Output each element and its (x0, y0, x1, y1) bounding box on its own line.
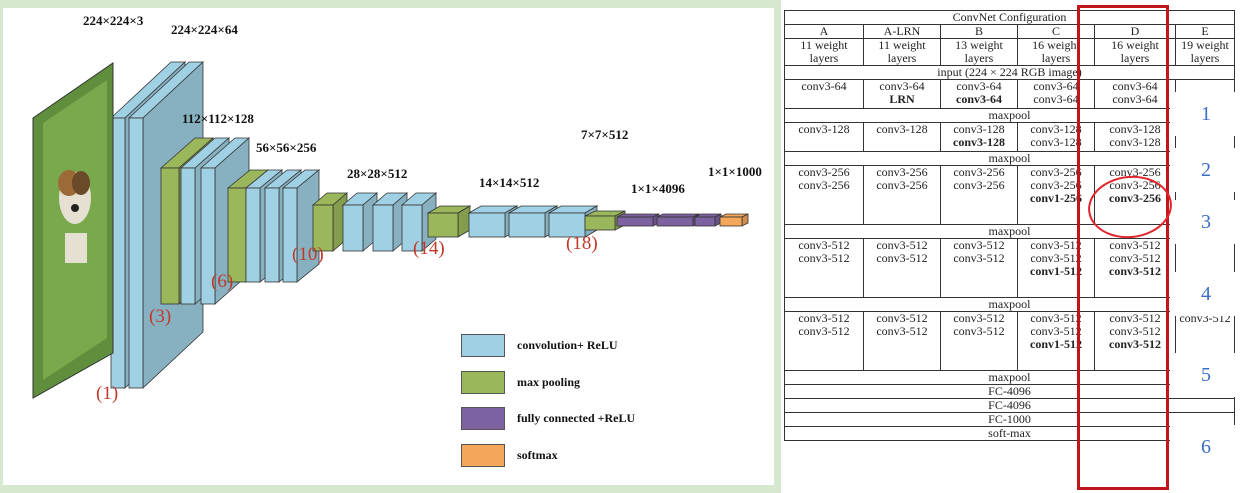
layer-block-conv (547, 205, 599, 238)
config-fc-row: soft-max (784, 426, 1235, 441)
config-column-header: A (784, 24, 864, 39)
config-cell: conv3-128 (863, 122, 941, 152)
architecture-svg (32, 61, 749, 399)
block-number-5: 5 (1170, 353, 1242, 397)
block-number-6: 6 (1170, 425, 1242, 469)
layer-block-conv (281, 169, 321, 283)
layer-label-10: (10) (292, 244, 324, 265)
layer-block-pool (311, 192, 349, 252)
dim-label-conv3: 56×56×256 (256, 140, 317, 155)
legend-softmax: softmax (461, 444, 558, 467)
layer-block-softmax (719, 213, 749, 227)
dim-label-input: 224×224×3 (83, 13, 144, 28)
layer-label-18: (18) (566, 233, 598, 254)
layer-label-14: (14) (413, 238, 445, 259)
config-row: maxpool (784, 151, 1235, 166)
block-number-3: 3 (1170, 200, 1242, 244)
config-cell: conv3-128 (784, 122, 864, 152)
legend-conv: convolution+ ReLU (461, 334, 618, 357)
layer-block-fc (656, 213, 700, 227)
config-cell: conv3-64 (784, 79, 864, 109)
dim-label-conv4: 28×28×512 (347, 166, 408, 181)
config-row: soft-max (784, 426, 1235, 441)
legend-swatch-pool (461, 371, 505, 394)
config-column-header: E (1175, 24, 1235, 39)
config-column-header: A-LRN (863, 24, 941, 39)
config-column-header: B (940, 24, 1018, 39)
legend-swatch-fc (461, 407, 505, 430)
vgg-architecture-diagram: 224×224×3 224×224×64 112×112×128 56×56×2… (3, 8, 774, 485)
dim-label-conv1: 224×224×64 (171, 22, 238, 37)
dim-label-conv5: 14×14×512 (479, 175, 540, 190)
block-number-2: 2 (1170, 148, 1242, 192)
legend-label-pool: max pooling (517, 375, 581, 389)
block-number-1: 1 (1170, 92, 1242, 136)
input-image (32, 62, 114, 399)
legend-swatch-conv (461, 334, 505, 357)
legend-label-fc: fully connected +ReLU (517, 411, 636, 425)
legend-label-softmax: softmax (517, 448, 558, 462)
legend-fc: fully connected +ReLU (461, 407, 635, 430)
layer-block-pool (426, 205, 472, 238)
dim-label-output: 1×1×1000 (708, 164, 762, 179)
column-d-highlight (1077, 5, 1169, 490)
layer-label-3: (3) (149, 306, 172, 327)
layer-label-6: (6) (211, 271, 234, 292)
layer-block-fc (694, 213, 722, 227)
layer-block-conv (341, 192, 379, 252)
layer-label-1: (1) (96, 383, 119, 404)
dim-label-conv2: 112×112×128 (182, 111, 254, 126)
dim-label-fc: 1×1×4096 (631, 181, 685, 196)
legend-label-conv: convolution+ ReLU (517, 338, 618, 352)
dim-label-pool5: 7×7×512 (581, 127, 629, 142)
block-number-4: 4 (1170, 272, 1242, 316)
layer-block-fc (616, 213, 660, 227)
config-maxpool-row: maxpool (784, 151, 1235, 166)
legend-pool: max pooling (461, 371, 580, 394)
legend-swatch-softmax (461, 444, 505, 467)
